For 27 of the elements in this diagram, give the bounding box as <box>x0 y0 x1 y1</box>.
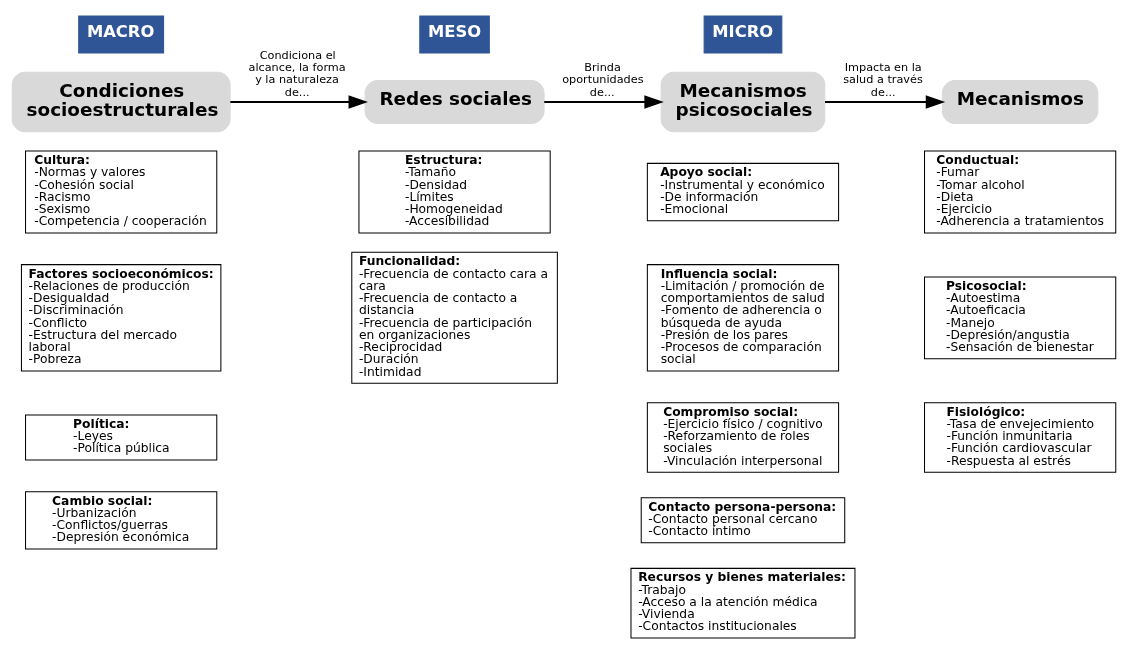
node-box: Mecanismos <box>941 80 1099 124</box>
arrow <box>230 95 368 109</box>
node-box: Fisiológico: -Tasa de envejecimiento -Función inmunitaria -Función cardiovascular -Respuesta al estrés <box>924 402 1117 473</box>
node-box: Mecanismos psicosociales <box>660 71 826 133</box>
node-box: MACRO <box>78 15 165 54</box>
node-box: Cultura: -Normas y valores -Cohesión social -Racismo -Sexismo -Competencia / cooperación <box>25 150 218 234</box>
node-box: Conductual: -Fumar -Tomar alcohol -Dieta -Ejercicio -Adherencia a tratamientos <box>924 150 1117 234</box>
edge-label: Condiciona el alcance, la forma y la naturaleza de... <box>248 48 346 99</box>
edge-label: Brinda oportunidades de... <box>562 61 644 99</box>
node-box: Compromiso social: -Ejercicio físico / cognitivo -Reforzamiento de roles sociales -Vinculación interpersonal <box>646 402 840 473</box>
node-box: Cambio social: -Urbanización -Conflictos/guerras -Depresión económica <box>25 491 218 550</box>
arrow <box>544 95 664 109</box>
node-box: Influencia social: -Limitación / promoción de comportamientos de salud -Fomento de adherencia o búsqueda de ayuda -Presión de los pares -Procesos de comparación social <box>646 264 840 372</box>
node-box: Política: -Leyes -Política pública <box>25 414 218 461</box>
node-box: Condiciones socioestructurales <box>11 71 231 133</box>
node-box: MICRO <box>703 15 783 54</box>
edge-label: Impacta en la salud a través de... <box>843 61 923 99</box>
node-box: MESO <box>419 15 490 54</box>
node-box: Contacto persona-persona: -Contacto personal cercano -Contacto íntimo <box>640 497 846 544</box>
node-box: Psicosocial: -Autoestima -Autoeficacia -Manejo -Depresión/angustia -Sensación de bienestar <box>924 276 1117 360</box>
node-box: Redes sociales <box>364 80 545 124</box>
node-box: Recursos y bienes materiales: -Trabajo -Acceso a la atención médica -Vivienda -Contactos institucionales <box>630 567 856 639</box>
node-box: Apoyo social: -Instrumental y económico -De información -Emocional <box>646 162 840 222</box>
node-box: Estructura: -Tamaño -Densidad -Límites -Homogeneidad -Accesibilidad <box>358 150 551 234</box>
arrow <box>825 95 946 109</box>
node-box: Factores socioeconómicos: -Relaciones de producción -Desigualdad -Discriminación -Conflicto -Estructura del mercado laboral -Pobreza <box>20 264 222 372</box>
node-box: Funcionalidad: -Frecuencia de contacto cara a cara -Frecuencia de contacto a distancia -Frecuencia de participación en organizaciones -Reciprocidad -Duración -Intimidad <box>351 251 558 384</box>
